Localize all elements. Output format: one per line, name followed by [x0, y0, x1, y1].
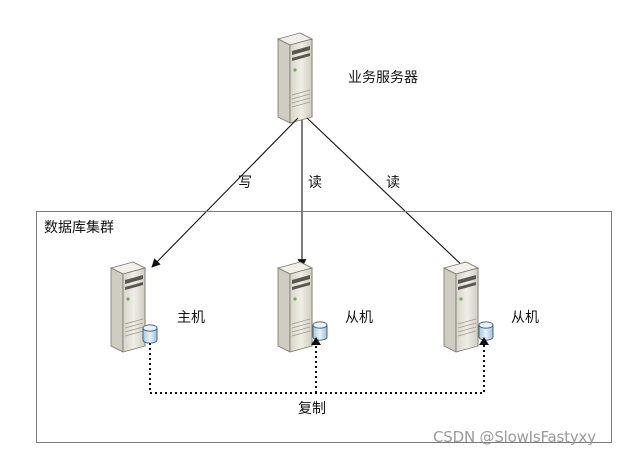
edge-read-2	[306, 117, 468, 271]
node-label-slave-1: 从机	[345, 310, 373, 326]
node-label-master: 主机	[177, 310, 205, 326]
edge-label-read-2: 读	[386, 175, 400, 191]
replication-label: 复制	[298, 401, 326, 417]
node-label-slave-2: 从机	[511, 310, 539, 326]
business-server-label: 业务服务器	[348, 70, 418, 86]
edge-label-write: 写	[238, 175, 252, 191]
edge-write	[151, 117, 299, 268]
server-icon	[277, 32, 313, 124]
database-cluster-box	[36, 211, 612, 443]
replication-arrowhead-slave-2	[479, 337, 489, 345]
business-server	[277, 32, 313, 124]
watermark: CSDN @SlowIsFastyxy	[433, 428, 596, 446]
cluster-label: 数据库集群	[44, 220, 114, 236]
edge-label-read-1: 读	[308, 175, 322, 191]
replication-arrowhead-slave-1	[311, 337, 321, 345]
